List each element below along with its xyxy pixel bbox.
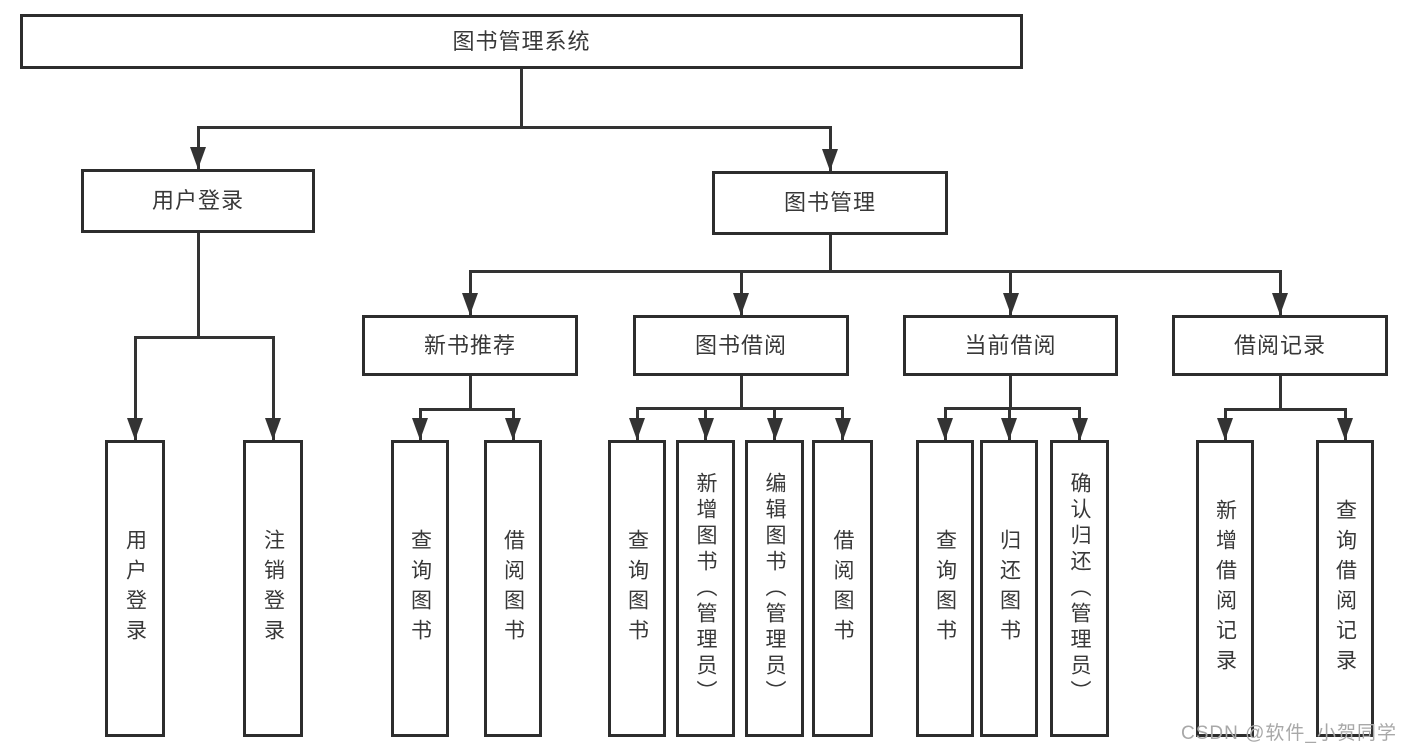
connector-line — [1278, 270, 1282, 315]
node-new-book-rec: 新书推荐 — [362, 315, 578, 376]
connector-line — [133, 336, 275, 339]
node-borrow-records: 借阅记录 — [1172, 315, 1388, 376]
arrowhead-down-icon — [1002, 293, 1019, 315]
arrowhead-down-icon — [629, 418, 645, 440]
node-label-leaf-logout: 注销登录 — [261, 528, 285, 649]
arrowhead-down-icon — [697, 418, 714, 440]
connector-line — [943, 407, 1081, 410]
arrowhead-down-icon — [1071, 418, 1088, 440]
node-leaf-bb-borrow: 借阅图书 — [812, 440, 873, 737]
node-label-root: 图书管理系统 — [452, 28, 591, 54]
node-book-mgmt: 图书管理 — [712, 171, 948, 235]
node-label-leaf-cb-confirm: 确认归还（管理员） — [1068, 471, 1091, 706]
node-label-book-borrow: 图书借阅 — [694, 332, 787, 358]
node-leaf-br-add: 新增借阅记录 — [1196, 440, 1254, 737]
node-leaf-nbr-borrow: 借阅图书 — [484, 440, 542, 737]
node-label-leaf-cb-query: 查询图书 — [933, 528, 957, 649]
connector-line — [196, 126, 832, 129]
arrowhead-down-icon — [505, 418, 521, 440]
connector-line — [1009, 376, 1012, 407]
node-label-leaf-user-login: 用户登录 — [123, 528, 147, 649]
arrowhead-down-icon — [822, 149, 838, 171]
node-leaf-logout: 注销登录 — [243, 440, 303, 737]
connector-line — [1009, 270, 1012, 315]
node-leaf-br-query: 查询借阅记录 — [1316, 440, 1374, 737]
connector-line — [133, 336, 137, 440]
node-label-leaf-nbr-query: 查询图书 — [408, 528, 432, 649]
connector-line — [828, 126, 832, 171]
node-label-user-login: 用户登录 — [151, 188, 244, 213]
node-label-leaf-bb-query: 查询图书 — [625, 528, 649, 649]
node-leaf-cb-return: 归还图书 — [980, 440, 1038, 737]
node-label-new-book-rec: 新书推荐 — [423, 332, 516, 358]
arrowhead-down-icon — [462, 293, 478, 315]
node-user-login: 用户登录 — [81, 169, 315, 233]
connector-line — [468, 376, 472, 408]
node-label-leaf-bb-add: 新增图书（管理员） — [694, 471, 717, 706]
arrowhead-down-icon — [190, 147, 206, 169]
connector-line — [1278, 376, 1282, 408]
connector-line — [635, 407, 844, 410]
arrowhead-down-icon — [1001, 418, 1017, 440]
arrowhead-down-icon — [937, 418, 953, 440]
node-leaf-bb-edit: 编辑图书（管理员） — [745, 440, 804, 737]
connector-line — [468, 270, 1282, 273]
node-current-borrow: 当前借阅 — [903, 315, 1118, 376]
node-label-leaf-br-add: 新增借阅记录 — [1213, 498, 1237, 679]
node-label-leaf-bb-edit: 编辑图书（管理员） — [763, 471, 786, 706]
arrowhead-down-icon — [834, 418, 851, 440]
node-label-leaf-bb-borrow: 借阅图书 — [831, 528, 854, 649]
connector-line — [739, 270, 743, 315]
connector-line — [828, 235, 832, 270]
node-leaf-cb-query: 查询图书 — [916, 440, 974, 737]
node-book-borrow: 图书借阅 — [633, 315, 849, 376]
node-leaf-bb-add: 新增图书（管理员） — [676, 440, 735, 737]
connector-line — [418, 408, 515, 411]
arrowhead-down-icon — [1337, 418, 1353, 440]
connector-line — [739, 376, 743, 407]
node-label-leaf-cb-return: 归还图书 — [997, 528, 1021, 649]
node-label-current-borrow: 当前借阅 — [964, 332, 1057, 358]
connector-line — [196, 233, 200, 336]
node-leaf-bb-query: 查询图书 — [608, 440, 666, 737]
arrowhead-down-icon — [733, 293, 749, 315]
node-label-leaf-br-query: 查询借阅记录 — [1333, 498, 1357, 679]
node-label-leaf-nbr-borrow: 借阅图书 — [501, 528, 525, 649]
node-root: 图书管理系统 — [20, 14, 1023, 69]
arrowhead-down-icon — [766, 418, 783, 440]
arrowhead-down-icon — [412, 418, 428, 440]
arrowhead-down-icon — [1217, 418, 1233, 440]
node-leaf-nbr-query: 查询图书 — [391, 440, 449, 737]
connector-line — [1223, 408, 1347, 411]
arrowhead-down-icon — [265, 418, 281, 440]
node-leaf-cb-confirm: 确认归还（管理员） — [1050, 440, 1109, 737]
node-label-borrow-records: 借阅记录 — [1233, 332, 1326, 358]
node-leaf-user-login: 用户登录 — [105, 440, 165, 737]
arrowhead-down-icon — [1272, 293, 1288, 315]
connector-line — [271, 336, 275, 440]
arrowhead-down-icon — [127, 418, 143, 440]
connector-line — [520, 69, 523, 126]
connector-line — [468, 270, 472, 315]
node-label-book-mgmt: 图书管理 — [783, 190, 876, 215]
